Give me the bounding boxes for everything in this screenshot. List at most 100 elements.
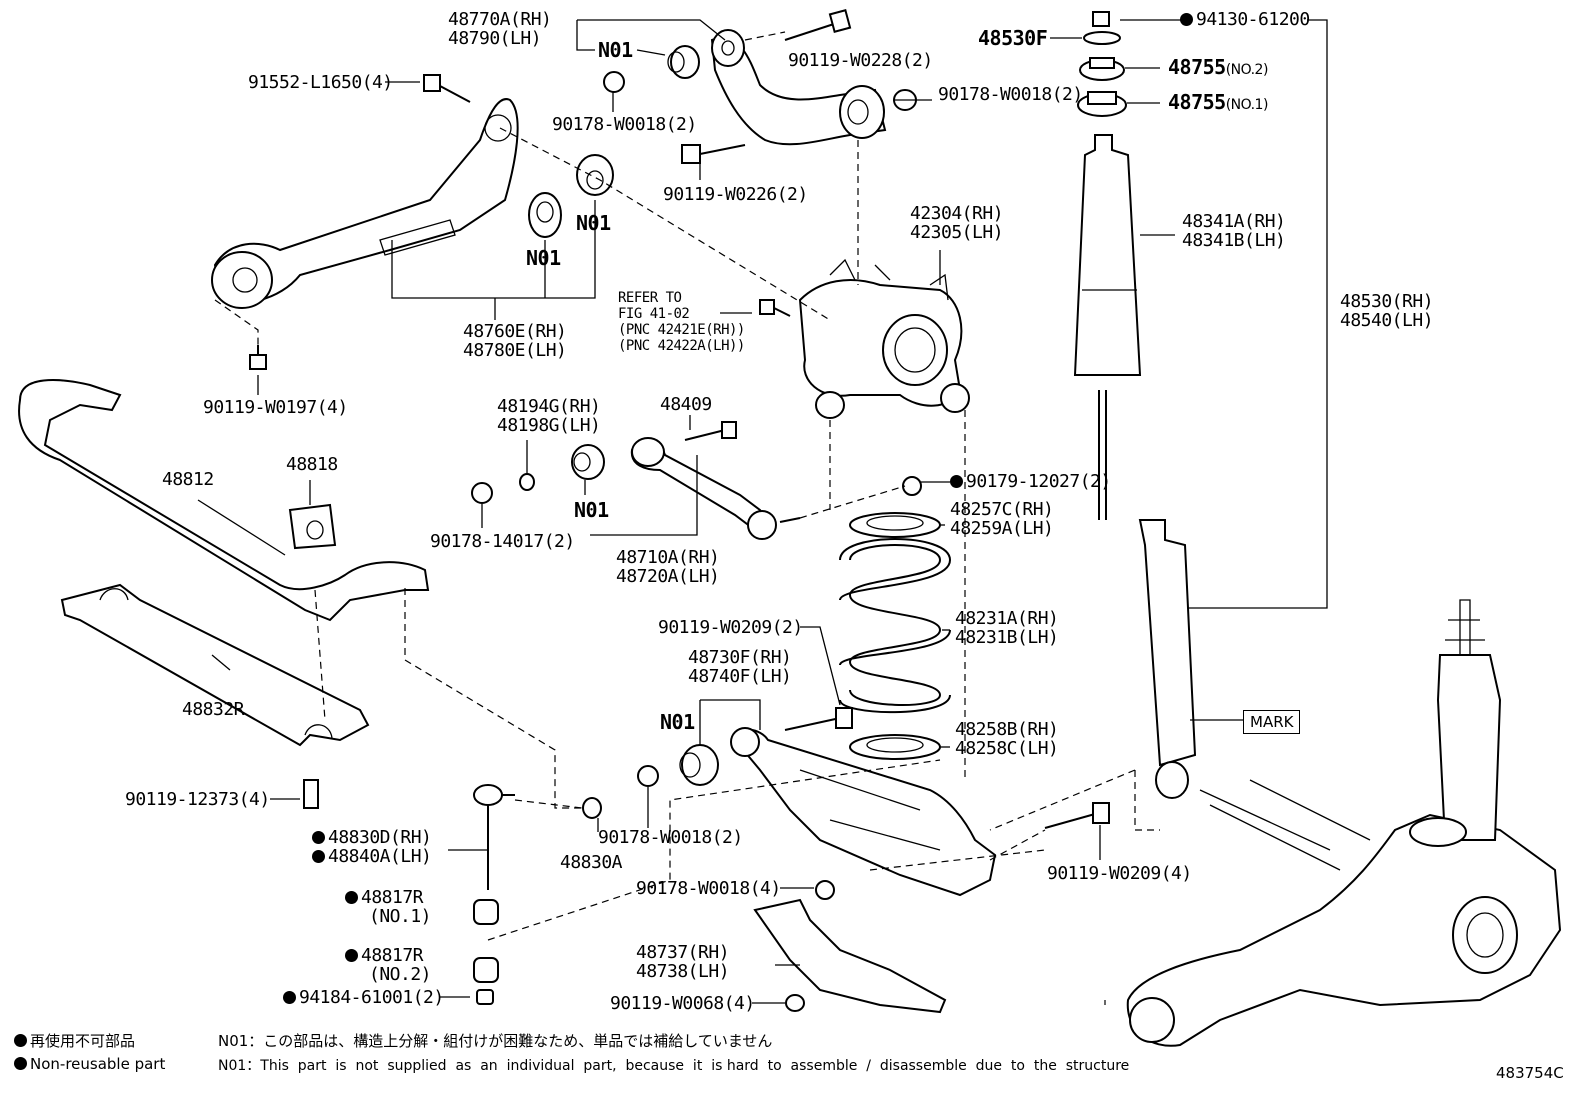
- nut-94184: [476, 989, 494, 1005]
- spring-upper-insulator: [849, 512, 941, 538]
- label-48409: 48409: [660, 394, 712, 415]
- label-48832r: 48832R: [182, 699, 245, 720]
- nut-link-48830a: [582, 797, 602, 819]
- assembly-dashed-lines: [214, 31, 1160, 1005]
- bolt-90119-w0068: [785, 994, 805, 1012]
- label-48818: 48818: [286, 454, 338, 475]
- bolt-90119-w0209-a: [784, 707, 853, 731]
- nut-90178-14017: [471, 482, 493, 504]
- stabilizer-link: [473, 784, 515, 890]
- nut-upper-left: [603, 71, 625, 93]
- label-90119-w0068: 90119-W0068(4): [610, 993, 755, 1014]
- trailing-arm: [211, 98, 519, 309]
- label-n01-b: N01: [526, 246, 561, 270]
- nonreusable-dot: [345, 949, 358, 962]
- label-48760e: 48760E(RH)48780E(LH): [463, 321, 567, 361]
- figure-id: 483754C: [1496, 1064, 1564, 1082]
- label-90119-w0209-a: 90119-W0209(2): [658, 617, 803, 638]
- knuckle-bolt: [759, 299, 791, 317]
- label-48730f: 48730F(RH)48740F(LH): [688, 647, 792, 687]
- stabilizer-bushing-48818: [288, 503, 337, 550]
- label-48257c: 48257C(RH)48259A(LH): [950, 499, 1054, 539]
- legend-jp-n01: N01：この部品は、構造上分解・組付けが困難なため、単品では補給していません: [218, 1032, 773, 1050]
- stabilizer-bracket-48832r: [60, 583, 370, 747]
- cushion-48817r-no1: [473, 899, 499, 925]
- label-94130: 94130-61200: [1180, 10, 1310, 29]
- label-42304: 42304(RH)42305(LH): [910, 203, 1004, 243]
- label-90178-w0018-4: 90178-W0018(4): [636, 878, 781, 899]
- spring-lower-insulator: [849, 734, 941, 760]
- upper-control-arm: [710, 29, 887, 146]
- label-48830a: 48830A: [560, 852, 623, 873]
- bolt-48409: [684, 421, 737, 441]
- label-90119-w0228: 90119-W0228(2): [788, 50, 933, 71]
- label-90119-12373: 90119-12373(4): [125, 789, 270, 810]
- label-91552: 91552-L1650(4): [248, 72, 393, 93]
- bolt-90119-w0228: [784, 9, 852, 41]
- shock-support-no2: [1079, 57, 1125, 81]
- assembly-view: [1126, 599, 1562, 1047]
- legend-dot-icon: [14, 1057, 27, 1070]
- label-94184: 94184-61001(2): [283, 988, 444, 1007]
- label-90178-w0018-a: 90178-W0018(2): [938, 84, 1083, 105]
- label-48530f: 48530F: [978, 26, 1048, 50]
- legend-en-nonreusable: Non-reusable part: [14, 1055, 165, 1073]
- label-48812: 48812: [162, 469, 214, 490]
- label-n01-c: N01: [574, 498, 609, 522]
- bushing-upper-n01: [667, 45, 700, 79]
- mark-callout: MARK: [1243, 710, 1301, 734]
- shock-absorber: [1098, 390, 1197, 799]
- lateral-link-48710a: [630, 437, 777, 540]
- label-90179: 90179-12027(2): [950, 472, 1111, 491]
- label-48770a: 48770A(RH)48790(LH): [448, 9, 552, 49]
- nonreusable-dot: [950, 475, 963, 488]
- label-90178-14017: 90178-14017(2): [430, 531, 575, 552]
- legend-jp-nonreusable: 再使用不可部品: [14, 1030, 135, 1051]
- nonreusable-dot: [283, 991, 296, 1004]
- label-90119-w0197: 90119-W0197(4): [203, 397, 348, 418]
- shock-washer-48530f: [1083, 31, 1121, 45]
- bushing-link-n01: [571, 444, 605, 480]
- bolt-91552: [423, 74, 471, 103]
- lower-arm: [730, 727, 997, 897]
- label-90178-w0018-b: 90178-W0018(2): [552, 114, 697, 135]
- stabilizer-bar: [18, 379, 430, 622]
- bushing-lower-n01: [679, 744, 719, 786]
- bolt-90119-w0226: [681, 144, 746, 164]
- label-48231a: 48231A(RH)48231B(LH): [955, 608, 1059, 648]
- bushing-trailing-n01-a: [576, 154, 614, 196]
- label-48755-no1: 48755(NO.1): [1168, 90, 1268, 114]
- nonreusable-dot: [345, 891, 358, 904]
- washer-48194g: [519, 473, 535, 491]
- rear-knuckle: [798, 258, 970, 419]
- cushion-48817r-no2: [473, 957, 499, 983]
- label-48817r-no2: 48817R(NO.2): [345, 946, 432, 984]
- cover-48737: [753, 898, 947, 1014]
- label-48710a: 48710A(RH)48720A(LH): [616, 547, 720, 587]
- coil-spring: [839, 538, 952, 714]
- label-48817r-no1: 48817R(NO.1): [345, 888, 432, 926]
- label-48341a: 48341A(RH)48341B(LH): [1182, 211, 1286, 251]
- bushing-trailing-n01-b: [528, 192, 562, 238]
- shock-support-no1: [1077, 91, 1127, 117]
- label-48194g: 48194G(RH)48198G(LH): [497, 396, 601, 436]
- label-n01-a: N01: [576, 211, 611, 235]
- legend-dot-icon: [14, 1034, 27, 1047]
- bolt-90119-12373: [303, 779, 319, 809]
- label-n01-d: N01: [660, 710, 695, 734]
- dust-boot: [1073, 134, 1142, 376]
- nonreusable-dot: [312, 850, 325, 863]
- bolt-90119-w0209-b: [1044, 802, 1110, 829]
- label-90178-w0018-c: 90178-W0018(2): [598, 827, 743, 848]
- label-90119-w0226: 90119-W0226(2): [663, 184, 808, 205]
- nut-lower-left: [637, 765, 659, 787]
- label-48737: 48737(RH)48738(LH): [636, 942, 730, 982]
- nut-90178-w0018-4: [815, 880, 835, 900]
- shock-top-nut: [1092, 11, 1110, 27]
- nonreusable-dot: [1180, 13, 1193, 26]
- label-48830d: 48830D(RH)48840A(LH): [312, 828, 432, 866]
- leader-lines: [197, 19, 1328, 1004]
- label-48530: 48530(RH)48540(LH): [1340, 291, 1434, 331]
